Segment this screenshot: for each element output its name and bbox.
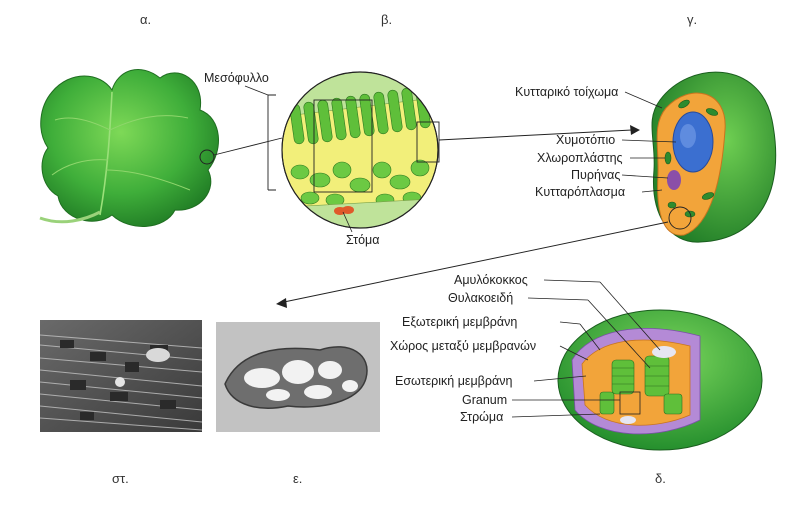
label-chloroplast: Χλωροπλάστης (537, 151, 623, 165)
panel-label-a: α. (140, 12, 151, 27)
arrow-tissue-to-cell (438, 129, 633, 141)
mesophyll-leader (244, 85, 269, 96)
tem-micrograph-grana (39, 320, 203, 432)
label-stoma: Στόμα (346, 233, 379, 247)
label-vacuole: Χυμοτόπιο (556, 133, 615, 147)
label-nucleus: Πυρήνας (571, 168, 620, 182)
label-cytoplasm: Κυτταρόπλασμα (535, 185, 625, 199)
chloroplast-3d-illustration (557, 309, 763, 451)
label-granum: Granum (462, 393, 507, 407)
panel-label-b: β. (381, 12, 392, 27)
panel-label-e: ε. (293, 471, 302, 486)
label-intermembrane-space: Χώρος μεταξύ μεμβρανών (390, 339, 536, 353)
stoma-leader (342, 211, 353, 233)
mesophyll-bracket (267, 94, 276, 191)
leaf-illustration (39, 69, 219, 227)
label-starch-grain: Αμυλόκοκκος (454, 273, 528, 287)
plant-cell-illustration (651, 71, 777, 243)
tem-micrograph-chloroplast (216, 322, 380, 432)
panel-label-c: γ. (687, 12, 697, 27)
label-inner-membrane: Εσωτερική μεμβράνη (395, 374, 512, 388)
label-stroma: Στρώμα (460, 410, 503, 424)
panel-label-d: δ. (655, 471, 666, 486)
arrow-cell-to-micrograph (283, 221, 669, 303)
label-outer-membrane: Εξωτερική μεμβράνη (402, 315, 517, 329)
panel-label-st: στ. (112, 471, 129, 486)
label-cell-wall: Κυτταρικό τοίχωμα (515, 85, 618, 99)
leaf-to-tissue-line (213, 137, 283, 156)
label-mesophyll: Μεσόφυλλο (204, 71, 269, 85)
mesophyll-section (281, 71, 440, 229)
label-thylakoids: Θυλακοειδή (448, 291, 513, 305)
